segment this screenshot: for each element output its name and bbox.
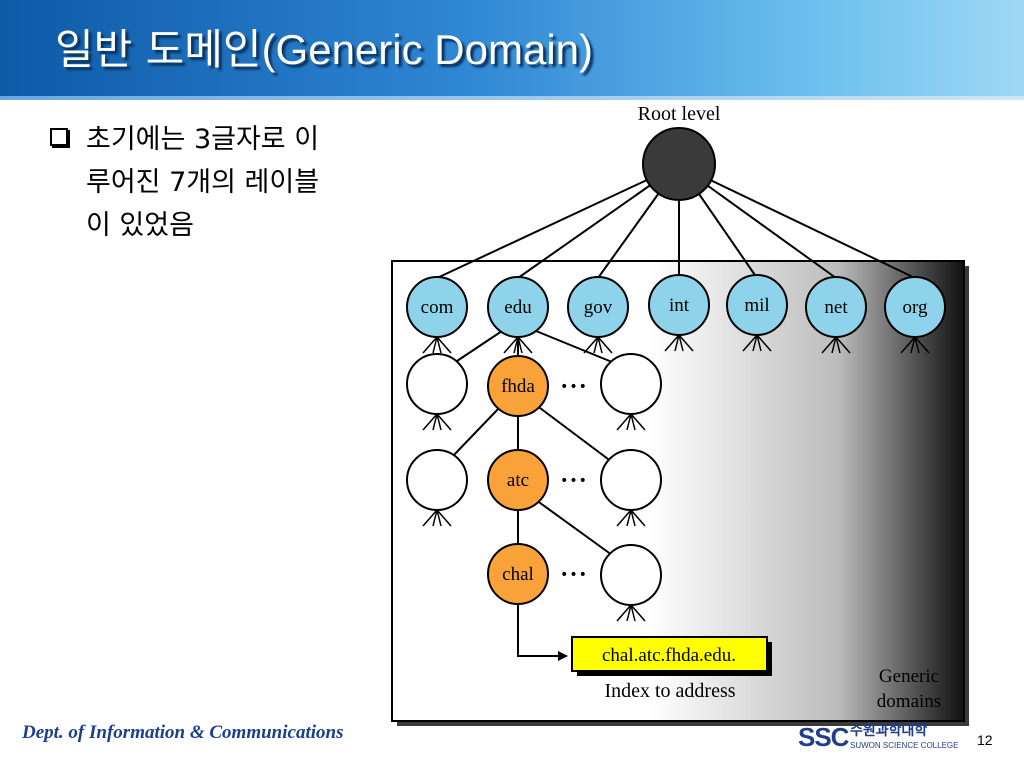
root-level-label: Root level <box>638 103 721 125</box>
node-chal: chal <box>487 543 549 605</box>
generic-domains-label-line1: Generic <box>879 666 939 687</box>
fanout-marks <box>422 334 930 622</box>
domain-node-com: com <box>406 276 468 338</box>
empty-node <box>406 449 468 511</box>
domain-node-mil: mil <box>726 274 788 336</box>
college-logo: SSC 수원과학대학 SUWON SCIENCE COLLEGE <box>798 720 958 762</box>
node-atc: atc <box>487 449 549 511</box>
ellipsis: ••• <box>560 379 588 395</box>
domain-node-int: int <box>648 274 710 336</box>
title-bar <box>0 0 1024 96</box>
domain-label: com <box>421 297 454 318</box>
domain-label: mil <box>744 295 769 316</box>
domain-node-gov: gov <box>567 276 629 338</box>
slide-title-korean: 일반 도메인 <box>55 25 262 74</box>
address-box <box>571 636 768 672</box>
domain-node-org: org <box>884 276 946 338</box>
address-box-label: chal.atc.fhda.edu. <box>602 645 736 666</box>
domain-label: gov <box>584 297 613 318</box>
tree-edges <box>451 330 613 661</box>
logo-mark: SSC <box>798 722 849 752</box>
generic-domain-tree-diagram: Root level com edu gov int mil net org f… <box>391 103 969 726</box>
slide-title-english: (Generic Domain) <box>261 26 593 73</box>
node-label-chal: chal <box>502 564 534 585</box>
index-to-address-label: Index to address <box>604 680 735 702</box>
empty-node <box>600 353 662 415</box>
empty-node <box>600 449 662 511</box>
domain-label: net <box>824 297 848 318</box>
checkbox-bullet-icon <box>50 128 68 146</box>
slide-title: 일반 도메인(Generic Domain) <box>55 16 593 77</box>
domain-label: edu <box>504 297 532 318</box>
node-label-fhda: fhda <box>501 376 535 397</box>
ellipsis: ••• <box>560 473 588 489</box>
domain-label: int <box>669 295 690 316</box>
domain-label: org <box>903 297 928 318</box>
logo-english-name: SUWON SCIENCE COLLEGE <box>850 741 959 750</box>
ellipsis: ••• <box>560 567 588 583</box>
node-fhda: fhda <box>487 355 549 417</box>
page-number: 12 <box>977 732 993 748</box>
title-underline <box>0 96 1024 100</box>
logo-korean-name: 수원과학대학 <box>850 723 928 739</box>
empty-node <box>406 353 468 415</box>
domain-node-net: net <box>805 276 867 338</box>
footer-department: Dept. of Information & Communications <box>22 722 344 743</box>
node-label-atc: atc <box>507 470 529 491</box>
root-node <box>642 127 716 201</box>
bullet-text: 초기에는 3글자로 이루어진 7개의 레이블이 있었음 <box>86 124 320 241</box>
domain-node-edu: edu <box>487 276 549 338</box>
generic-domains-label-line2: domains <box>877 691 941 712</box>
empty-node <box>600 544 662 606</box>
